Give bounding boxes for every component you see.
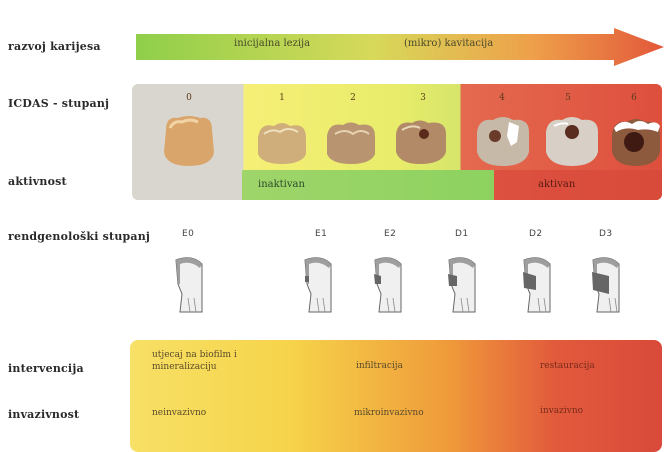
radiographic-label-e0: E0 bbox=[182, 229, 194, 239]
radiograph-d3-diagram bbox=[587, 254, 623, 316]
radiograph-d2-diagram bbox=[518, 254, 554, 316]
tooth-icdas-6-image bbox=[608, 112, 662, 168]
invasiveness-invasive: invazivno bbox=[540, 406, 583, 417]
radiographic-label-d3: D3 bbox=[599, 229, 613, 239]
radiograph-e0-diagram bbox=[170, 254, 206, 316]
icdas-number-4: 4 bbox=[492, 93, 512, 103]
tooth-icdas-1-image bbox=[254, 116, 310, 166]
caries-progression-arrow bbox=[136, 28, 664, 66]
radiograph-e1-diagram bbox=[299, 254, 335, 316]
row-label-rendgen: rendgenološki stupanj bbox=[8, 230, 150, 243]
icdas-number-1: 1 bbox=[272, 93, 292, 103]
radiographic-label-e2: E2 bbox=[384, 229, 396, 239]
intervention-biofilm-line2: mineralizaciju bbox=[152, 362, 217, 373]
activity-inactive-label: inaktivan bbox=[258, 179, 305, 190]
activity-band bbox=[242, 170, 662, 200]
row-label-invazivnost: invazivnost bbox=[8, 408, 79, 421]
radiograph-d1-diagram bbox=[443, 254, 479, 316]
row-label-icdas: ICDAS - stupanj bbox=[8, 97, 109, 110]
activity-active-label: aktivan bbox=[538, 179, 575, 190]
intervention-infiltration: infiltracija bbox=[356, 361, 403, 372]
icdas-number-6: 6 bbox=[624, 93, 644, 103]
icdas-number-0: 0 bbox=[179, 93, 199, 103]
tooth-icdas-0-image bbox=[160, 112, 218, 168]
radiographic-label-d1: D1 bbox=[455, 229, 469, 239]
invasiveness-noninvasive: neinvazivno bbox=[152, 408, 206, 419]
tooth-icdas-4-image bbox=[473, 112, 533, 168]
arrow-text-cavitation: (mikro) kavitacija bbox=[404, 38, 493, 49]
intervention-biofilm-line1: utjecaj na biofilm i bbox=[152, 350, 237, 361]
invasiveness-micro: mikroinvazivno bbox=[354, 408, 424, 419]
icdas-number-5: 5 bbox=[558, 93, 578, 103]
row-label-aktivnost: aktivnost bbox=[8, 175, 67, 188]
radiographic-label-d2: D2 bbox=[529, 229, 543, 239]
row-label-razvoj: razvoj karijesa bbox=[8, 40, 101, 53]
tooth-icdas-3-image bbox=[392, 114, 450, 166]
radiograph-e2-diagram bbox=[369, 254, 405, 316]
icdas-number-2: 2 bbox=[343, 93, 363, 103]
tooth-icdas-2-image bbox=[323, 116, 379, 166]
radiographic-label-e1: E1 bbox=[315, 229, 327, 239]
arrow-text-initial: inicijalna lezija bbox=[234, 38, 310, 49]
row-label-intervencija: intervencija bbox=[8, 362, 84, 375]
icdas-number-3: 3 bbox=[413, 93, 433, 103]
tooth-icdas-5-image bbox=[542, 112, 602, 168]
intervention-restoration: restauracija bbox=[540, 361, 595, 372]
